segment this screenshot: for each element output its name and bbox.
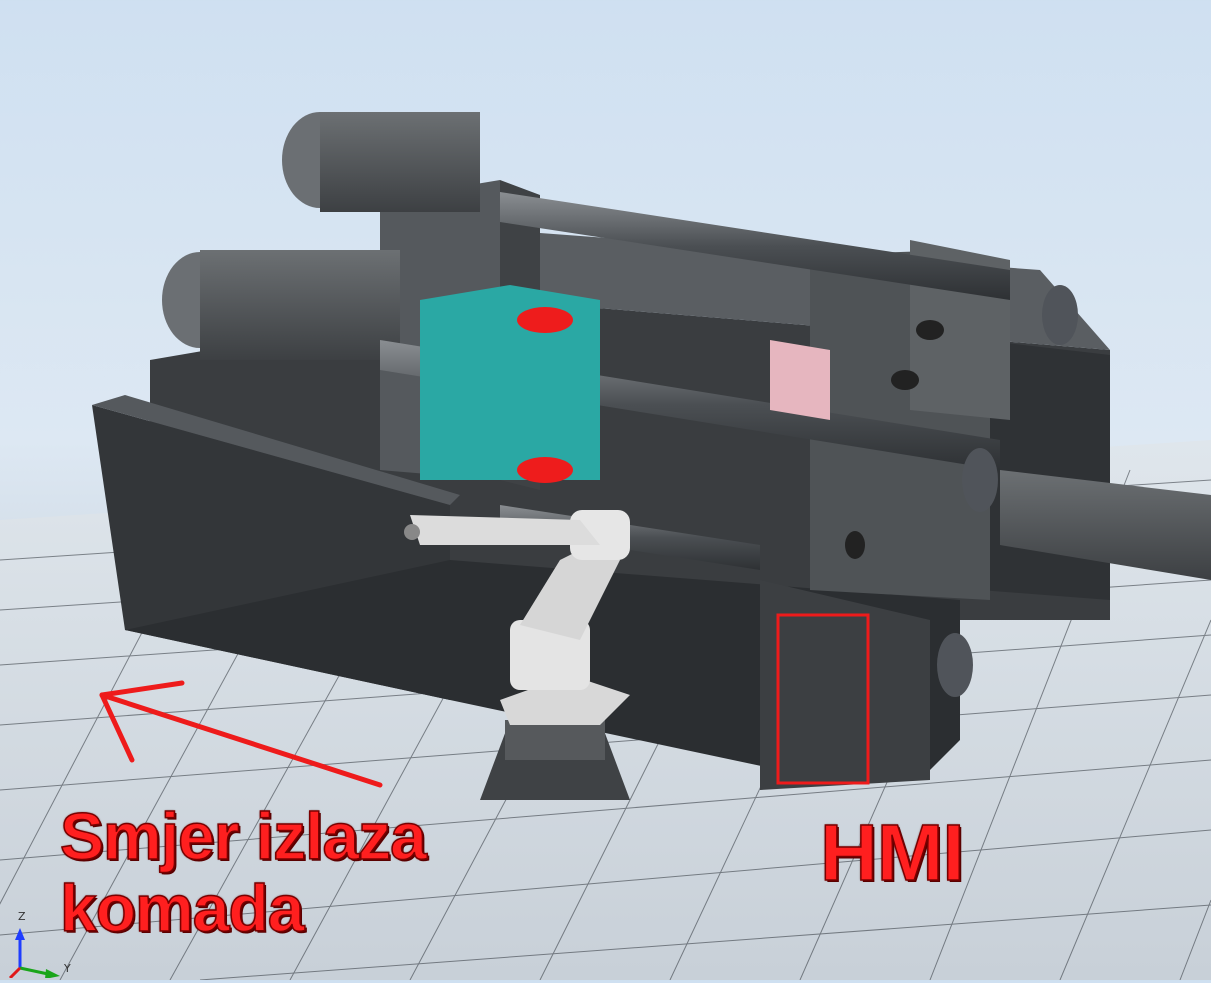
hmi-label: HMI bbox=[819, 807, 965, 898]
left-arrow-icon bbox=[99, 680, 383, 788]
hmi-highlight-box bbox=[776, 613, 870, 785]
y-axis-label: Y bbox=[64, 962, 71, 975]
output-direction-label: Smjer izlaza komada bbox=[59, 799, 427, 945]
z-axis-label: Z bbox=[18, 910, 26, 923]
output-direction-line1: Smjer izlaza bbox=[59, 799, 427, 873]
output-direction-line2: komada bbox=[59, 871, 305, 945]
xyz-axis-icon: Z Y bbox=[8, 898, 78, 983]
abb-robot[interactable] bbox=[404, 510, 630, 800]
